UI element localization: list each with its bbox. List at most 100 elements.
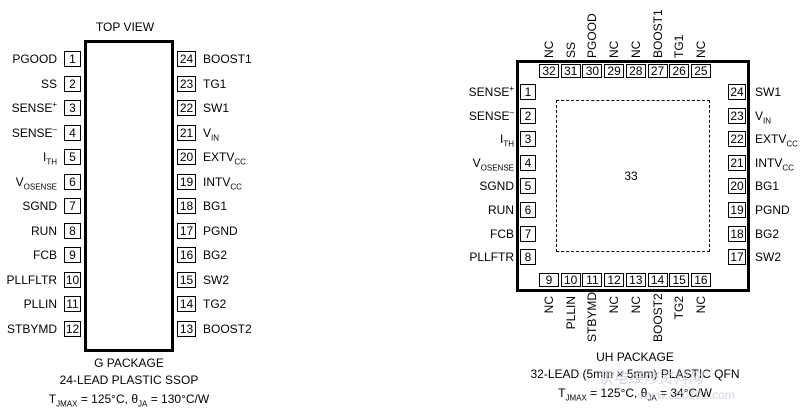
qfn-pin-3-label: ITH [499, 132, 514, 149]
ssop-pin-15-number: 15 [177, 271, 196, 288]
ssop-pin-12-number: 12 [64, 320, 81, 337]
qfn-pin-9-number: 9 [539, 273, 559, 287]
ssop-pin-15-label: SW2 [203, 272, 230, 287]
qfn-pin-22-label: EXTVCC [755, 132, 798, 149]
ssop-pin-4-number: 4 [64, 124, 81, 141]
ssop-pin-21-label: VIN [203, 125, 220, 142]
exposed-pad-outline [556, 100, 710, 252]
ssop-pin-19-label: INTVCC [203, 174, 242, 191]
ssop-pin-17-number: 17 [177, 222, 196, 239]
ssop-thermal-rating: TJMAX = 125°C, θJA = 130°C/W [48, 392, 210, 409]
ssop-pin-1-label: PGOOD [12, 52, 57, 66]
qfn-pin-8-label: PLLFTR [469, 250, 514, 265]
qfn-pin-5-label: SGND [479, 179, 514, 194]
ssop-pin-10-label: PLLFLTR [6, 272, 57, 287]
qfn-pin-30-label: PGOOD [585, 13, 600, 58]
qfn-pin-18-label: BG2 [755, 226, 780, 241]
top-view-label: TOP VIEW [95, 20, 155, 34]
watermark-chinese: 家电维修资料网 [598, 370, 704, 387]
qfn-pin-20-label: BG1 [755, 179, 780, 194]
ssop-pin-1-number: 1 [64, 51, 81, 67]
qfn-pin-11-label: STBYMD [585, 291, 600, 342]
qfn-pin-1-number: 1 [520, 84, 536, 100]
qfn-pin-4-number: 4 [520, 154, 536, 171]
qfn-pin-10-number: 10 [560, 273, 581, 287]
qfn-pin-9-label: NC [542, 296, 556, 314]
ssop-body [84, 40, 174, 352]
ssop-pin-16-number: 16 [177, 247, 196, 263]
qfn-pin-28-label: NC [628, 40, 643, 58]
qfn-pin-7-number: 7 [520, 225, 536, 242]
ssop-pin-17-label: PGND [203, 223, 238, 238]
qfn-pin-16-number: 16 [690, 273, 711, 287]
qfn-pin-8-number: 8 [520, 249, 536, 266]
qfn-pin-12-number: 12 [604, 273, 625, 287]
qfn-pin-32-label: NC [542, 40, 556, 58]
qfn-pin-2-label: SENSE– [468, 107, 514, 123]
qfn-pin-17-number: 17 [728, 249, 746, 266]
qfn-pin-5-number: 5 [520, 178, 536, 195]
qfn-pin-13-label: NC [628, 296, 643, 314]
ssop-pin-19-number: 19 [177, 173, 196, 190]
ssop-pin-5-number: 5 [64, 149, 81, 165]
qfn-pin-13-number: 13 [625, 273, 646, 287]
ssop-pin-22-number: 22 [177, 100, 196, 116]
qfn-pin-20-number: 20 [728, 178, 746, 195]
qfn-pin-30-number: 30 [582, 64, 603, 78]
watermark-url: www.520101.com [640, 388, 735, 402]
ssop-pin-24-label: BOOST1 [203, 52, 252, 66]
qfn-pin-15-number: 15 [669, 273, 690, 287]
ssop-pin-10-number: 10 [64, 271, 81, 288]
ssop-pin-18-label: BG1 [203, 199, 228, 213]
ssop-pin-13-label: BOOST2 [203, 321, 252, 336]
exposed-pad-number: 33 [624, 169, 638, 183]
qfn-pin-6-number: 6 [520, 202, 536, 218]
ssop-pin-9-number: 9 [64, 247, 81, 263]
qfn-pin-14-number: 14 [647, 273, 668, 287]
qfn-pin-14-label: BOOST2 [650, 293, 665, 342]
ssop-pin-8-label: RUN [31, 223, 57, 238]
qfn-body [516, 60, 750, 292]
ssop-pin-16-label: BG2 [203, 248, 228, 262]
qfn-pin-25-number: 25 [690, 64, 711, 78]
ssop-pin-14-label: TG2 [203, 297, 227, 311]
ssop-pin-7-number: 7 [64, 198, 81, 214]
qfn-pin-24-label: SW1 [755, 85, 782, 99]
qfn-pin-28-number: 28 [625, 64, 646, 78]
qfn-pin-17-label: SW2 [755, 250, 782, 265]
qfn-pin-27-label: BOOST1 [650, 9, 665, 58]
qfn-pin-3-number: 3 [520, 131, 536, 148]
qfn-pin-32-number: 32 [539, 64, 559, 78]
ssop-pin-23-number: 23 [177, 75, 196, 92]
qfn-pin-26-label: TG1 [672, 34, 687, 58]
qfn-pin-6-label: RUN [488, 203, 514, 217]
ssop-pin-20-label: EXTVCC [203, 150, 246, 167]
qfn-pin-11-number: 11 [582, 273, 603, 287]
qfn-pin-23-number: 23 [728, 107, 746, 124]
ssop-pin-6-number: 6 [64, 173, 81, 190]
qfn-pin-25-label: NC [693, 40, 708, 58]
qfn-package-name: UH PACKAGE [596, 350, 674, 364]
qfn-pin-21-label: INTVCC [755, 155, 794, 173]
qfn-pin-2-number: 2 [520, 107, 536, 124]
qfn-pin-24-number: 24 [728, 84, 746, 100]
ssop-pin-21-number: 21 [177, 124, 196, 141]
qfn-pin-31-number: 31 [560, 64, 581, 78]
qfn-package-desc: 32-LEAD (5mm × 5mm) PLASTIC QFN [530, 367, 740, 381]
qfn-pin-19-number: 19 [728, 202, 746, 218]
qfn-pin-27-number: 27 [647, 64, 668, 78]
ssop-pin-11-number: 11 [64, 296, 81, 312]
ssop-package-name: G PACKAGE [94, 356, 164, 370]
ssop-pin-20-number: 20 [177, 149, 196, 165]
ssop-pin-4-label: SENSE– [11, 124, 57, 140]
ssop-pin-2-number: 2 [64, 75, 81, 92]
ssop-pin-2-label: SS [40, 76, 57, 91]
ssop-pin-22-label: SW1 [203, 101, 230, 115]
qfn-pin-23-label: VIN [755, 108, 772, 125]
ssop-pin-9-label: FCB [33, 248, 57, 262]
ssop-pin-6-label: VOSENSE [15, 174, 57, 191]
ssop-pin-5-label: ITH [42, 150, 57, 167]
ssop-pin-12-label: STBYMD [6, 321, 57, 336]
qfn-pin-19-label: PGND [755, 203, 790, 217]
